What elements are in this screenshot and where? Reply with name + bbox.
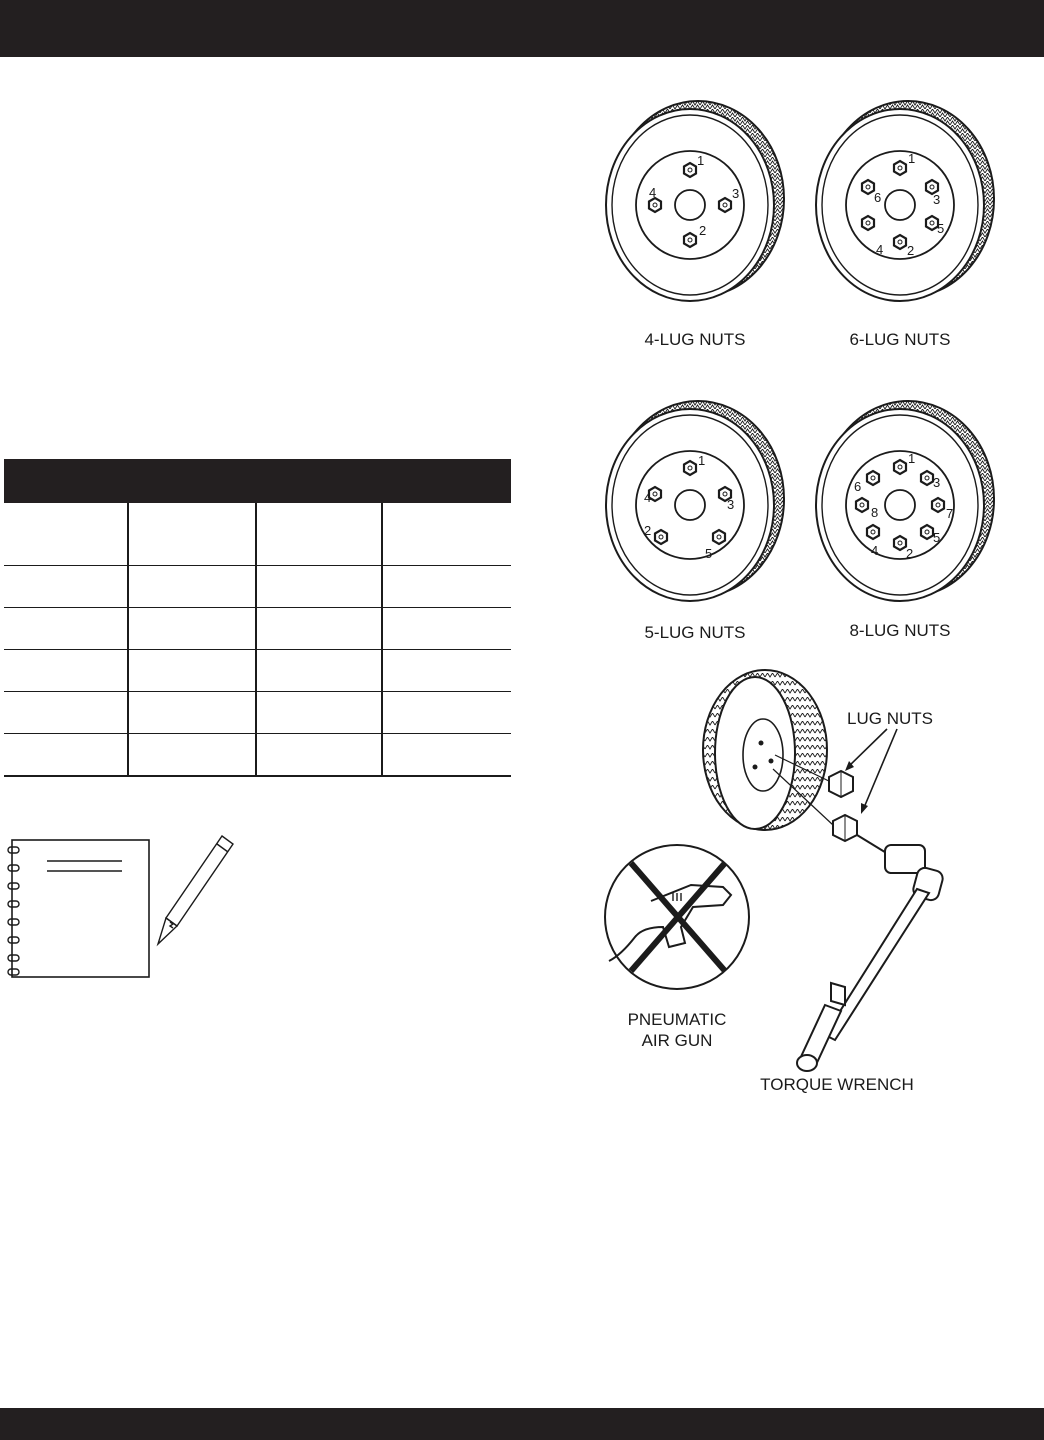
table-row — [4, 607, 511, 650]
lug-seq-number: 4 — [649, 185, 656, 200]
lug-nut-sequence-diagrams: 1 2 3 4 4-LUG NUTS 1 2 3 4 5 6 6-LUG NUT… — [605, 100, 995, 642]
wheel-label: 5-LUG NUTS — [644, 623, 745, 642]
lug-seq-number: 3 — [933, 475, 940, 490]
lug-seq-number: 4 — [871, 543, 878, 558]
wheel-label: 6-LUG NUTS — [849, 330, 950, 349]
lug-seq-number: 3 — [727, 497, 734, 512]
wheel-label: 8-LUG NUTS — [849, 621, 950, 640]
table-row — [4, 691, 511, 734]
lug-nuts-label: LUG NUTS — [847, 709, 933, 728]
lug-nut-icon — [832, 813, 858, 843]
lug-nut-icon — [828, 769, 854, 799]
torque-table-column-headers — [4, 503, 511, 566]
torque-wrench-illustration: LUG NUTS TORQUE WRENCH PNEUMATIC AIR GUN — [604, 669, 944, 1094]
lug-seq-number: 1 — [698, 453, 705, 468]
torque-wrench-icon — [796, 834, 944, 1072]
lug-seq-number: 2 — [699, 223, 706, 238]
air-gun-label-line2: AIR GUN — [642, 1031, 713, 1050]
lug-seq-number: 5 — [705, 546, 712, 561]
footer-band — [0, 1408, 1044, 1440]
header-band — [0, 0, 1044, 57]
torque-wrench-label: TORQUE WRENCH — [760, 1075, 914, 1094]
wheel-4-lug: 1 2 3 4 — [605, 100, 785, 302]
notebook-pencil-icon — [7, 835, 234, 978]
torque-table-header — [4, 459, 511, 503]
lug-seq-number: 4 — [876, 242, 883, 257]
lug-seq-number: 2 — [907, 243, 914, 258]
lug-seq-number: 8 — [871, 505, 878, 520]
torque-table — [4, 459, 511, 777]
lug-seq-number: 4 — [644, 490, 651, 505]
lug-seq-number: 1 — [908, 451, 915, 466]
lug-seq-number: 5 — [933, 530, 940, 545]
lug-seq-number: 2 — [644, 523, 651, 538]
lug-seq-number: 6 — [854, 479, 861, 494]
wheel-6-lug: 1 2 3 4 5 6 — [815, 100, 995, 302]
pencil-icon — [156, 835, 234, 947]
table-row — [4, 649, 511, 692]
lug-seq-number: 3 — [933, 192, 940, 207]
wheel-label: 4-LUG NUTS — [644, 330, 745, 349]
lug-seq-number: 1 — [697, 153, 704, 168]
air-gun-label-line1: PNEUMATIC — [628, 1010, 727, 1029]
lug-seq-number: 1 — [908, 151, 915, 166]
notebook-icon — [7, 839, 150, 978]
tire-side-view — [702, 669, 828, 831]
wheel-8-lug: 1 2 3 4 5 6 7 8 — [815, 400, 995, 602]
table-row — [4, 565, 511, 608]
lug-seq-number: 7 — [946, 506, 953, 521]
prohibited-air-gun-icon — [604, 844, 750, 990]
lug-seq-number: 6 — [874, 190, 881, 205]
table-row — [4, 733, 511, 777]
wheel-5-lug: 1 2 3 4 5 — [605, 400, 785, 602]
lug-seq-number: 5 — [937, 221, 944, 236]
lug-seq-number: 3 — [732, 186, 739, 201]
lug-seq-number: 2 — [906, 546, 913, 561]
